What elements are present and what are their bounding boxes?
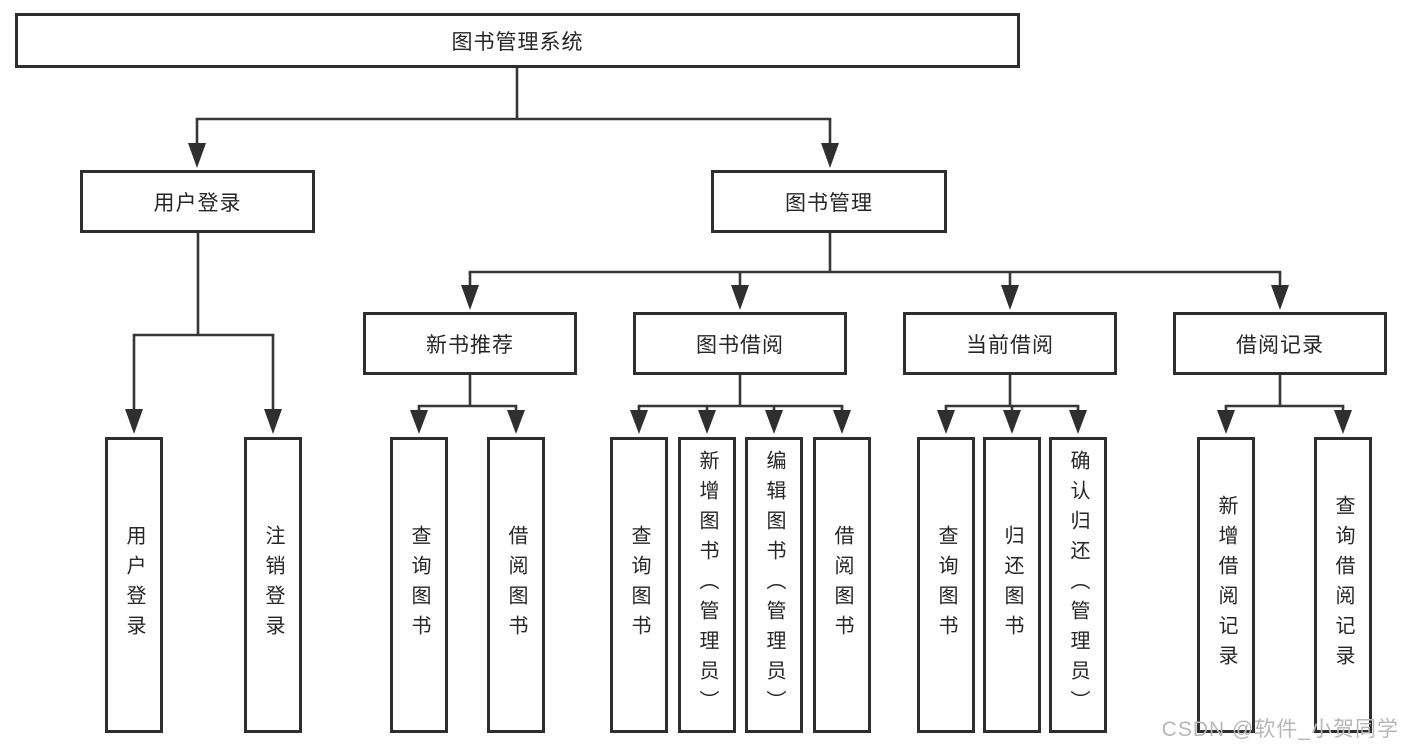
connector-book-mgmt-to-level3 — [461, 233, 1289, 310]
leaf-confirm-return-admin: 确认归还（管理员） — [1049, 437, 1107, 733]
leaf-add-book-admin: 新增图书（管理员） — [678, 437, 736, 733]
connector-user-login-to-leaves — [125, 233, 282, 434]
leaf-edit-book-admin: 编辑图书（管理员） — [745, 437, 803, 733]
node-current-borrow: 当前借阅 — [903, 312, 1117, 375]
leaf-borrow-books-2: 借阅图书 — [813, 437, 871, 733]
connector-current-borrow-to-leaves — [937, 375, 1087, 434]
connector-root-to-level2 — [188, 68, 839, 168]
leaf-user-login: 用户登录 — [105, 437, 163, 733]
node-new-book-recommend: 新书推荐 — [363, 312, 577, 375]
connector-book-borrow-to-leaves — [630, 375, 851, 434]
node-book-management: 图书管理 — [711, 170, 947, 233]
connector-borrow-records-to-leaves — [1217, 375, 1352, 434]
leaf-query-books-2: 查询图书 — [610, 437, 668, 733]
connector-new-book-to-leaves — [410, 375, 525, 434]
leaf-add-borrow-record: 新增借阅记录 — [1197, 437, 1255, 733]
leaf-query-books-3: 查询图书 — [917, 437, 975, 733]
leaf-borrow-books-1: 借阅图书 — [487, 437, 545, 733]
leaf-return-book: 归还图书 — [983, 437, 1041, 733]
leaf-query-books-1: 查询图书 — [390, 437, 448, 733]
node-book-borrow: 图书借阅 — [633, 312, 847, 375]
leaf-logout: 注销登录 — [244, 437, 302, 733]
leaf-query-borrow-record: 查询借阅记录 — [1314, 437, 1372, 733]
node-borrow-records: 借阅记录 — [1173, 312, 1387, 375]
node-root-system: 图书管理系统 — [15, 13, 1020, 68]
csdn-watermark: CSDN @软件_小贺同学 — [1161, 718, 1399, 741]
node-user-login: 用户登录 — [80, 170, 315, 233]
